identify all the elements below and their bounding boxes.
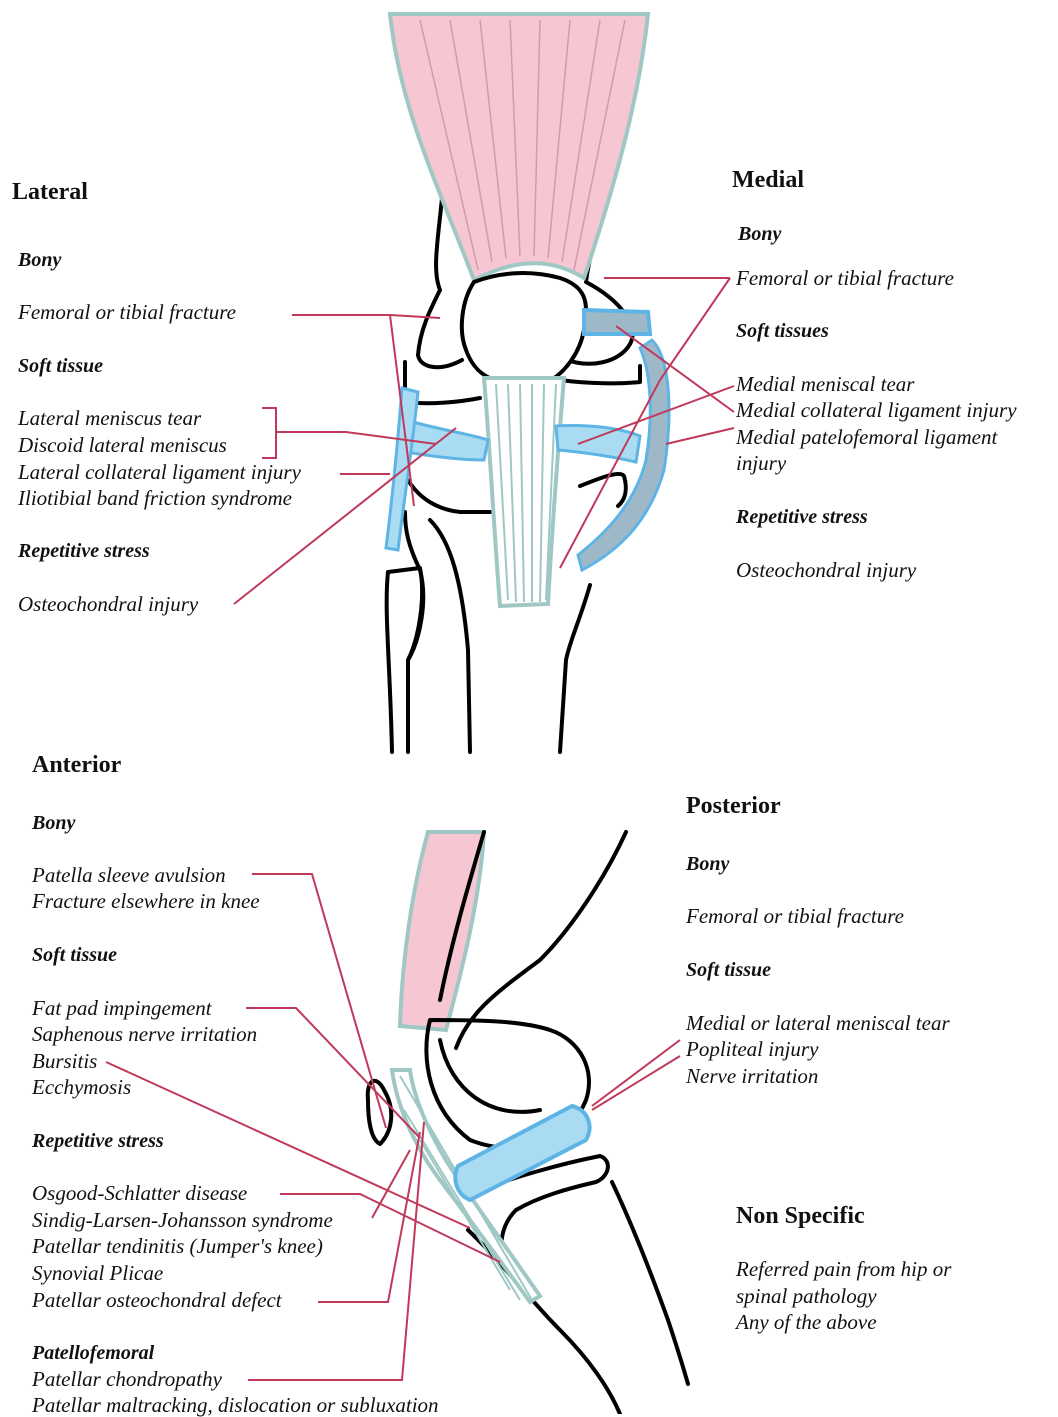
femur-lateral-outline — [418, 198, 442, 355]
lateral-stress-item: Osteochondral injury — [18, 594, 198, 615]
medial-soft-item: injury — [736, 453, 786, 474]
anterior-soft-item: Fat pad impingement — [32, 998, 212, 1019]
fibula — [388, 568, 422, 660]
anterior-patellofemoral-item: Patellar maltracking, dislocation or sub… — [32, 1395, 439, 1416]
anterior-stress-heading: Repetitive stress — [32, 1131, 164, 1151]
medial-stress-item: Osteochondral injury — [736, 560, 916, 581]
anterior-patellofemoral-item: Patellar chondropathy — [32, 1369, 222, 1390]
medial-bony-heading: Bony — [738, 224, 781, 244]
posterior-soft-item: Popliteal injury — [686, 1039, 818, 1060]
tibia-inner-left — [430, 520, 470, 752]
non-specific-item: Referred pain from hip or — [736, 1259, 951, 1280]
anterior-soft-item: Bursitis — [32, 1051, 97, 1072]
anterior-soft-item: Saphenous nerve irritation — [32, 1024, 257, 1045]
leader-sindig — [372, 1150, 410, 1218]
patella — [462, 273, 586, 382]
side-femoral-condyle-inner — [440, 1040, 540, 1112]
leader-popliteal — [592, 1056, 680, 1110]
leader-sleeve-avulsion — [252, 874, 386, 1128]
posterior-bony-heading: Bony — [686, 854, 729, 874]
tibia-medial-base — [560, 585, 590, 752]
fibula-shaft — [387, 572, 392, 752]
anterior-soft-item: Ecchymosis — [32, 1077, 131, 1098]
lateral-bony-item: Femoral or tibial fracture — [18, 302, 236, 323]
non-specific-item: spinal pathology — [736, 1286, 877, 1307]
posterior-title: Posterior — [686, 794, 781, 818]
lateral-soft-item: Lateral collateral ligament injury — [18, 462, 301, 483]
lateral-soft-heading: Soft tissue — [18, 356, 103, 376]
anterior-title: Anterior — [32, 753, 121, 777]
medial-soft-item: Medial meniscal tear — [736, 374, 914, 395]
lateral-soft-item: Discoid lateral meniscus — [18, 435, 227, 456]
tibia-medial-line — [580, 474, 626, 506]
anterior-bony-item: Patella sleeve avulsion — [32, 865, 226, 886]
posterior-soft-item: Medial or lateral meniscal tear — [686, 1013, 950, 1034]
femur-lateral-condyle — [418, 355, 462, 367]
medial-soft-item: Medial patelofemoral ligament — [736, 427, 997, 448]
leader-mpfl — [666, 428, 734, 444]
medial-soft-heading: Soft tissues — [736, 321, 829, 341]
anterior-stress-item: Patellar osteochondral defect — [32, 1290, 282, 1311]
anterior-stress-item: Osgood-Schlatter disease — [32, 1183, 247, 1204]
medial-stress-heading: Repetitive stress — [736, 507, 868, 527]
lateral-stress-heading: Repetitive stress — [18, 541, 150, 561]
lateral-meniscus — [406, 420, 488, 460]
side-quadriceps — [400, 832, 484, 1030]
medial-soft-item: Medial collateral ligament injury — [736, 400, 1017, 421]
medial-meniscus — [556, 425, 640, 462]
tibia-lateral-line — [408, 480, 490, 512]
anterior-soft-heading: Soft tissue — [32, 945, 117, 965]
anterior-stress-item: Synovial Plicae — [32, 1263, 163, 1284]
leader-posterior-meniscal — [592, 1040, 680, 1106]
non-specific-item: Any of the above — [736, 1312, 877, 1333]
medial-bony-item: Femoral or tibial fracture — [736, 268, 954, 289]
posterior-soft-heading: Soft tissue — [686, 960, 771, 980]
lateral-soft-item: Lateral meniscus tear — [18, 408, 201, 429]
anterior-stress-item: Patellar tendinitis (Jumper's knee) — [32, 1236, 323, 1257]
lateral-bony-heading: Bony — [18, 250, 61, 270]
side-tibia-posterior — [612, 1182, 688, 1384]
anterior-stress-item: Sindig-Larsen-Johansson syndrome — [32, 1210, 333, 1231]
posterior-bony-item: Femoral or tibial fracture — [686, 906, 904, 927]
side-patella — [368, 1081, 392, 1144]
tibia-lateral-base — [405, 512, 423, 752]
anterior-bony-heading: Bony — [32, 813, 75, 833]
lateral-title: Lateral — [12, 180, 88, 204]
anterior-patellofemoral-heading: Patellofemoral — [32, 1343, 154, 1363]
medial-patellofemoral-ligament — [584, 310, 650, 334]
leader-mcl — [616, 326, 734, 412]
posterior-soft-item: Nerve irritation — [686, 1066, 818, 1087]
medial-title: Medial — [732, 168, 804, 192]
side-meniscus — [455, 1106, 589, 1200]
anterior-bony-item: Fracture elsewhere in knee — [32, 891, 260, 912]
non-specific-title: Non Specific — [736, 1204, 865, 1228]
lateral-soft-item: Iliotibial band friction syndrome — [18, 488, 292, 509]
tibia-plateau-right — [560, 366, 640, 383]
